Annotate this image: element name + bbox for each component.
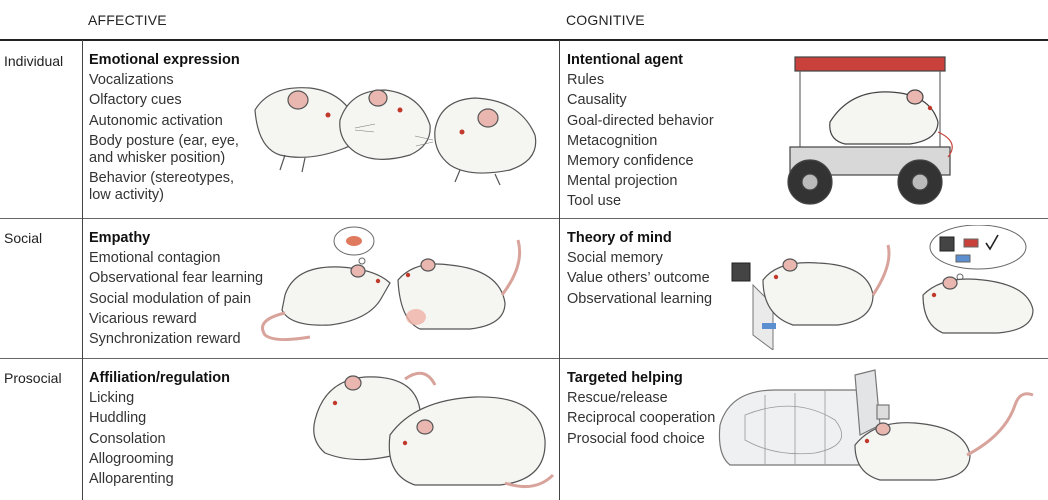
list-item: Body posture (ear, eye, [89, 132, 239, 149]
cell-title: Affiliation/regulation [89, 370, 230, 386]
list-item: Allogrooming [89, 450, 174, 467]
cell-theory-of-mind: Theory of mind Social memory Value other… [567, 228, 712, 309]
list-item: Behavior (stereotypes, [89, 169, 235, 186]
list-item: Memory confidence [567, 153, 694, 170]
cell-empathy: Empathy Emotional contagion Observationa… [89, 228, 263, 349]
cell-emotional-expression: Emotional expression Vocalizations Olfac… [89, 50, 240, 204]
list-item: Autonomic activation [89, 112, 223, 129]
three-rats-illustration [250, 70, 550, 190]
cell-title: Emotional expression [89, 52, 240, 68]
list-item: Rescue/release [567, 390, 668, 407]
list-item: Value others’ outcome [567, 270, 710, 287]
list-item: Consolation [89, 430, 166, 447]
list-item: Causality [567, 92, 627, 109]
row-divider-1 [0, 218, 1048, 219]
restrainer-rescue-illustration [715, 365, 1045, 497]
cell-title: Intentional agent [567, 52, 683, 68]
list-item: Observational fear learning [89, 270, 264, 287]
row-label-prosocial: Prosocial [4, 370, 62, 386]
list-item: Emotional contagion [89, 250, 221, 267]
column-header-cognitive: COGNITIVE [566, 12, 645, 28]
list-item: Reciprocal cooperation [567, 410, 716, 427]
cell-title: Empathy [89, 230, 151, 246]
list-item: Olfactory cues [89, 92, 182, 109]
list-item: Alloparenting [89, 471, 174, 488]
cell-affiliation-regulation: Affiliation/regulation Licking Huddling … [89, 368, 230, 489]
list-item: and whisker position) [89, 149, 226, 166]
row-label-social: Social [4, 230, 43, 246]
row-divider-2 [0, 358, 1048, 359]
list-item: Mental projection [567, 173, 678, 190]
cell-title: Theory of mind [567, 230, 672, 246]
list-item: Social modulation of pain [89, 290, 252, 307]
list-item: low activity) [89, 186, 164, 203]
cell-targeted-helping: Targeted helping Rescue/release Reciproc… [567, 368, 715, 449]
cell-title: Targeted helping [567, 370, 683, 386]
label-column-divider [82, 40, 83, 500]
list-item: Licking [89, 390, 135, 407]
column-header-affective: AFFECTIVE [88, 12, 167, 28]
list-item: Synchronization reward [89, 331, 241, 348]
column-divider [559, 40, 560, 500]
list-item: Goal-directed behavior [567, 112, 714, 129]
theory-of-mind-illustration [718, 225, 1043, 350]
list-item: Vicarious reward [89, 310, 197, 327]
list-item: Tool use [567, 193, 622, 210]
list-item: Vocalizations [89, 72, 174, 89]
header-rule [0, 39, 1048, 41]
list-item: Rules [567, 72, 605, 89]
list-item: Metacognition [567, 132, 658, 149]
row-label-individual: Individual [4, 53, 64, 69]
cell-intentional-agent: Intentional agent Rules Causality Goal-d… [567, 50, 714, 212]
list-item: Social memory [567, 250, 663, 267]
list-item: Huddling [89, 410, 147, 427]
list-item: Prosocial food choice [567, 430, 705, 447]
empathy-rats-illustration [250, 225, 550, 350]
list-item: Observational learning [567, 290, 713, 307]
rat-cart-illustration [770, 52, 970, 217]
huddling-rats-illustration [305, 365, 555, 497]
